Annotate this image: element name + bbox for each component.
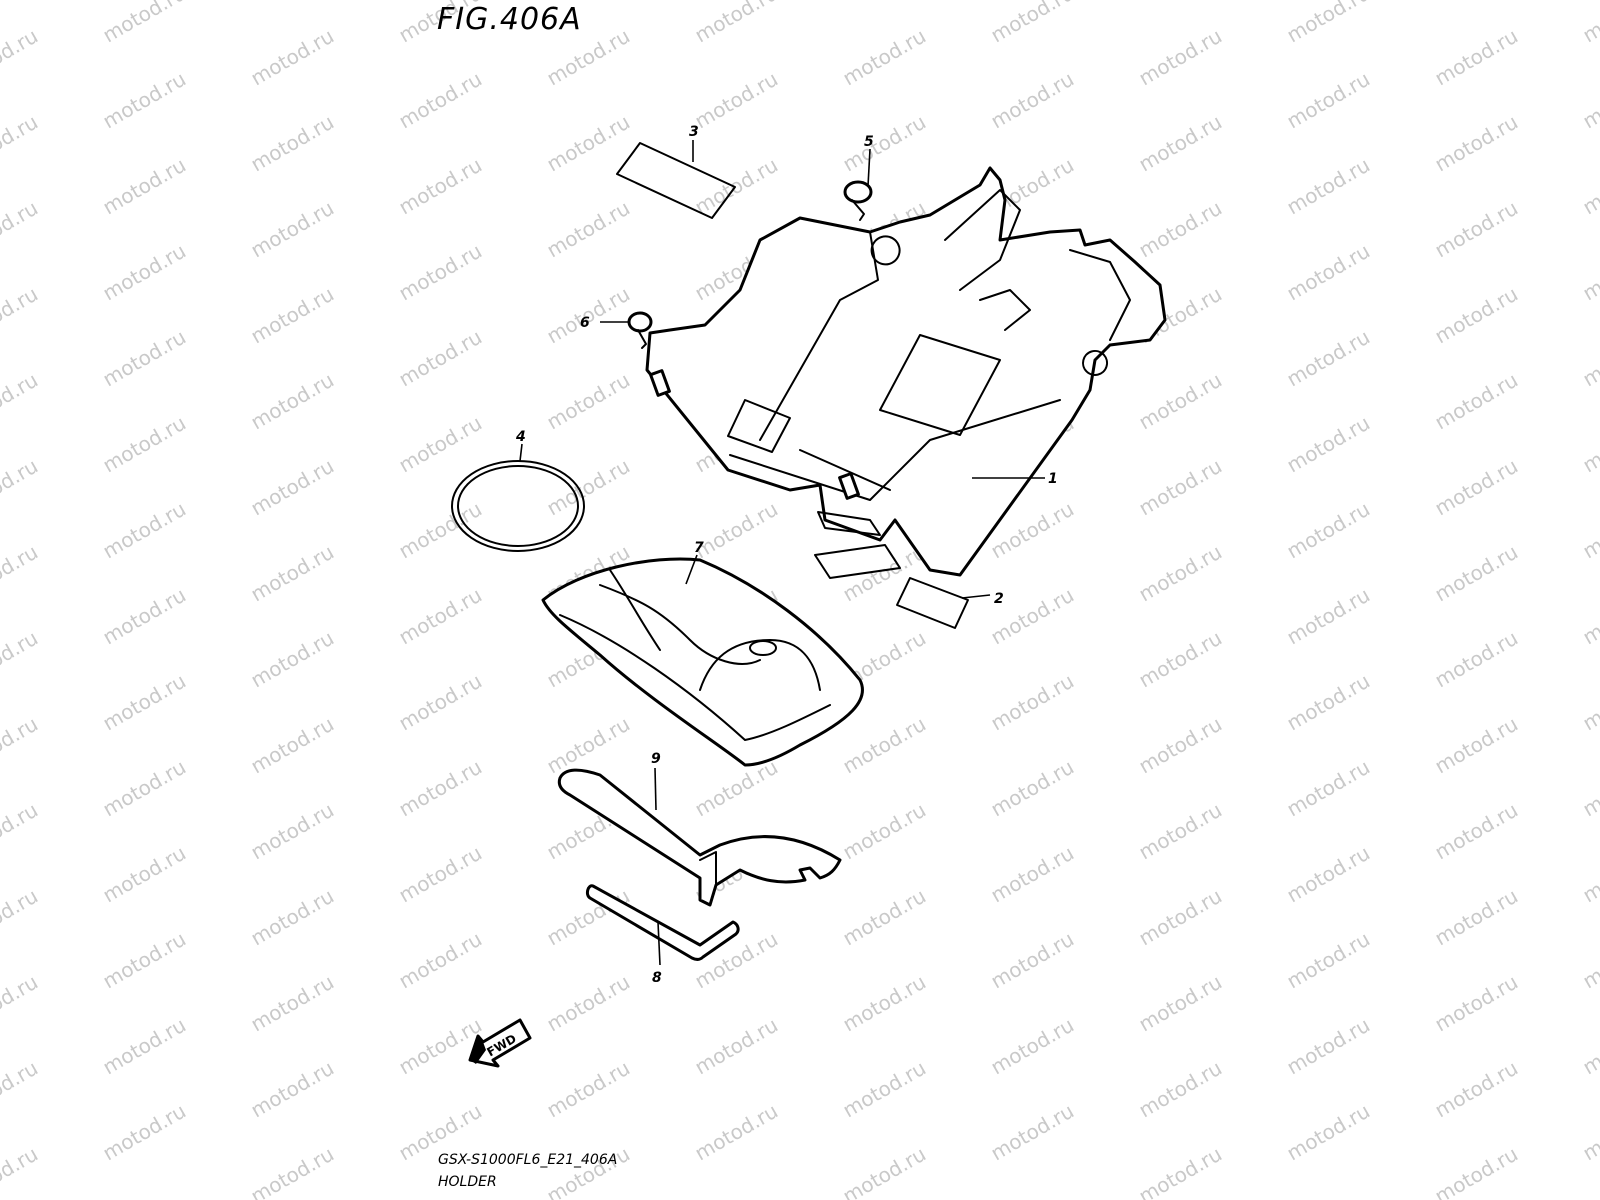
callout-4: 4 bbox=[515, 429, 526, 445]
callout-9: 9 bbox=[651, 751, 661, 767]
callout-3: 3 bbox=[689, 124, 699, 140]
figure-title: FIG.406A bbox=[437, 2, 582, 37]
part-5-bolt: 5 bbox=[843, 134, 874, 221]
part-6-screw: 6 bbox=[580, 311, 653, 349]
part-9-spanner: 9 bbox=[557, 751, 842, 907]
part-3-label: 3 bbox=[616, 124, 736, 219]
callout-7: 7 bbox=[694, 540, 704, 556]
callout-8: 8 bbox=[652, 970, 662, 986]
part-7-tool-bag: 7 bbox=[541, 540, 864, 767]
figure-code: GSX-S1000FL6_E21_406A bbox=[438, 1152, 618, 1168]
callout-2: 2 bbox=[994, 591, 1004, 607]
figure-name: HOLDER bbox=[438, 1174, 497, 1190]
part-2-sticker: 2 bbox=[814, 544, 1004, 629]
part-8-hex-key: 8 bbox=[585, 884, 740, 986]
part-1-holder: 1 bbox=[645, 166, 1167, 577]
fwd-arrow-icon: FWD bbox=[468, 1018, 532, 1068]
callout-6: 6 bbox=[580, 315, 590, 331]
callout-1: 1 bbox=[1048, 471, 1058, 487]
part-4-band: 4 bbox=[451, 429, 585, 552]
callout-5: 5 bbox=[864, 134, 874, 150]
